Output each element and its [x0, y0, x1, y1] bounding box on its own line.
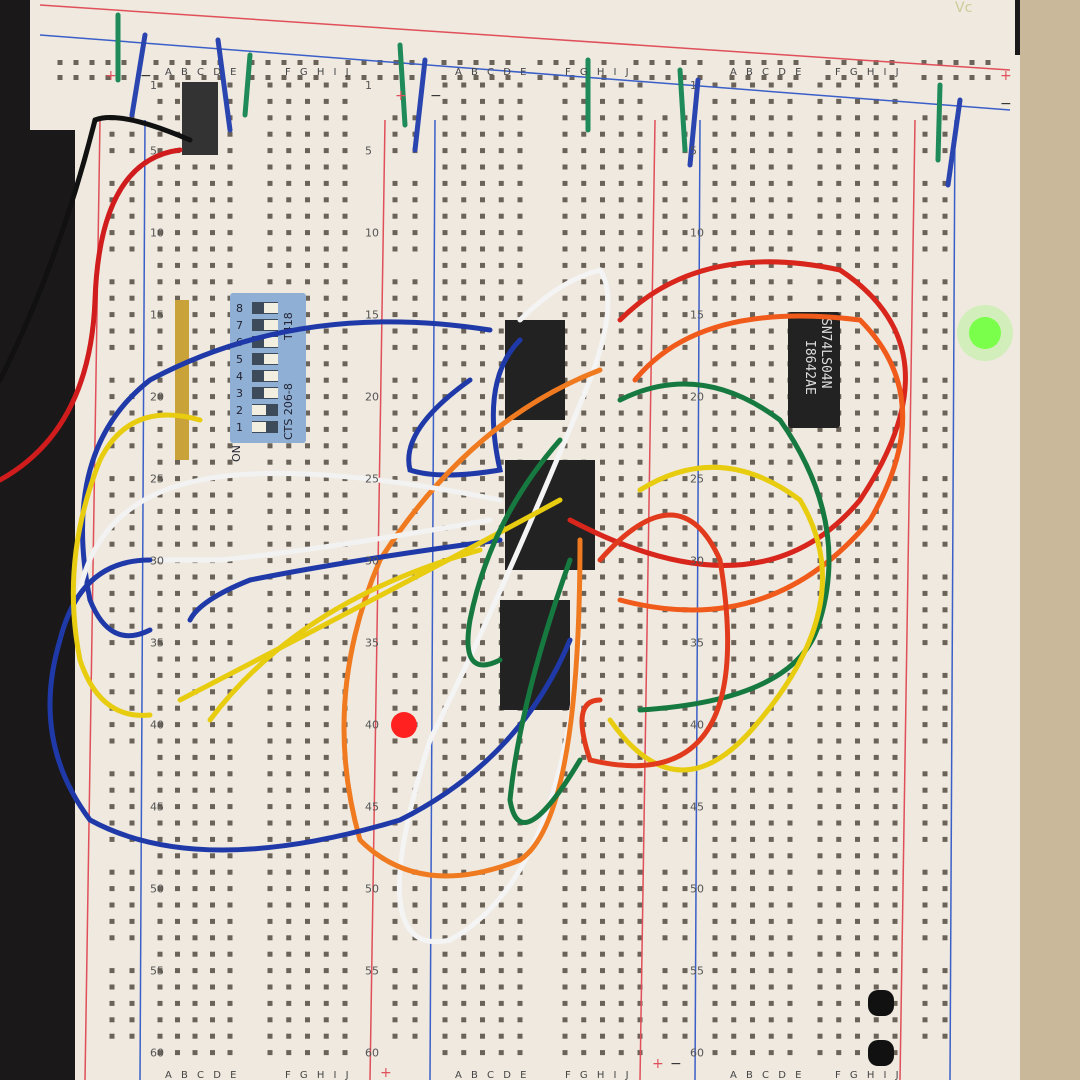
row-number: 15	[150, 309, 164, 322]
transistor-1	[868, 990, 894, 1016]
dip-number: 7	[236, 319, 243, 332]
green-led	[969, 317, 1001, 349]
row-number: 50	[150, 883, 164, 896]
column-labels: A B C D E	[165, 1070, 239, 1080]
power-switch[interactable]	[182, 82, 218, 155]
dip-code: T418	[282, 312, 295, 341]
transistor-2	[868, 1040, 894, 1066]
row-number: 35	[690, 637, 704, 650]
rail-plus-label: +	[380, 1065, 392, 1080]
row-number: 10	[690, 227, 704, 240]
row-number: 60	[150, 1047, 164, 1060]
row-number: 10	[150, 227, 164, 240]
dip-number: 5	[236, 353, 243, 366]
dip-number: 3	[236, 387, 243, 400]
dip-on-label: ON	[230, 445, 243, 462]
row-number: 20	[690, 391, 704, 404]
ic-chip: SN74LS04N I8642AE	[788, 312, 840, 428]
column-labels: F G H I J	[565, 1070, 632, 1080]
dip-toggle[interactable]	[264, 303, 278, 313]
rail-plus-label: +	[105, 68, 117, 84]
rail-plus-label: +	[652, 1056, 664, 1072]
rail-plus-label: +	[395, 88, 407, 104]
row-number: 5	[365, 145, 372, 158]
row-number: 45	[150, 801, 164, 814]
row-number: 25	[690, 473, 704, 486]
column-labels: F G H I J	[285, 1070, 352, 1080]
row-number: 30	[365, 555, 379, 568]
rail-lines	[39, 4, 1011, 1080]
column-labels: A B C D E	[455, 1070, 529, 1080]
rail-plus-label: +	[1000, 68, 1012, 84]
row-number: 45	[365, 801, 379, 814]
dip-toggle[interactable]	[264, 388, 278, 398]
row-number: 1	[690, 79, 697, 92]
row-number: 5	[690, 145, 697, 158]
rail-minus-label: −	[1000, 96, 1012, 112]
row-number: 30	[150, 555, 164, 568]
row-number: 1	[365, 79, 372, 92]
chip-line1: SN74LS04N	[818, 318, 833, 388]
column-labels: F G H I J	[565, 67, 632, 78]
row-number: 25	[150, 473, 164, 486]
corner-text: Vc	[955, 0, 972, 16]
row-number: 1	[150, 79, 157, 92]
row-number: 15	[365, 309, 379, 322]
resistor-array	[175, 300, 189, 460]
row-number: 35	[150, 637, 164, 650]
dip-number: 8	[236, 302, 243, 315]
row-number: 50	[690, 883, 704, 896]
column-labels: A B C D E	[455, 67, 529, 78]
column-labels: F G H I J	[835, 67, 902, 78]
rail-minus-label: −	[430, 88, 442, 104]
dip-number: 2	[236, 404, 243, 417]
dip-number: 4	[236, 370, 243, 383]
row-number: 40	[365, 719, 379, 732]
row-number: 50	[365, 883, 379, 896]
row-number: 60	[365, 1047, 379, 1060]
labels: A B C D E A B C D E F G H I J F G H I J A B …	[105, 0, 1012, 1080]
row-number: 55	[150, 965, 164, 978]
row-number: 55	[365, 965, 379, 978]
dip-toggle[interactable]	[252, 422, 266, 432]
jumper-wires	[0, 12, 963, 945]
column-labels: F G H I J	[285, 67, 352, 78]
row-number: 40	[690, 719, 704, 732]
row-number: 20	[365, 391, 379, 404]
column-labels: A B C D E	[730, 1070, 804, 1080]
chip-line2: I8642AE	[802, 340, 817, 395]
row-number: 30	[690, 555, 704, 568]
column-labels: A B C D E	[730, 67, 804, 78]
dip-toggle[interactable]	[264, 320, 278, 330]
dip-toggle[interactable]	[264, 371, 278, 381]
row-number: 60	[690, 1047, 704, 1060]
row-number: 5	[150, 145, 157, 158]
countertop	[1020, 0, 1080, 1080]
row-number: 15	[690, 309, 704, 322]
rail-minus-label: −	[140, 68, 152, 84]
rail-minus-label: −	[670, 1056, 682, 1072]
row-number: 55	[690, 965, 704, 978]
dip-brand: CTS 206-8	[282, 383, 295, 440]
red-led	[391, 712, 417, 738]
dip-number: 1	[236, 421, 243, 434]
column-labels: F G H I J	[835, 1070, 902, 1080]
dip-toggle[interactable]	[264, 354, 278, 364]
ic-chip-4	[500, 600, 570, 710]
dip-toggle[interactable]	[252, 405, 266, 415]
row-number: 25	[365, 473, 379, 486]
green-led-glow	[957, 305, 1013, 361]
row-number: 40	[150, 719, 164, 732]
dip-toggle[interactable]	[264, 337, 278, 347]
row-number: 20	[150, 391, 164, 404]
row-number: 35	[365, 637, 379, 650]
row-number: 10	[365, 227, 379, 240]
row-number: 45	[690, 801, 704, 814]
column-labels: A B C D E	[165, 67, 239, 78]
